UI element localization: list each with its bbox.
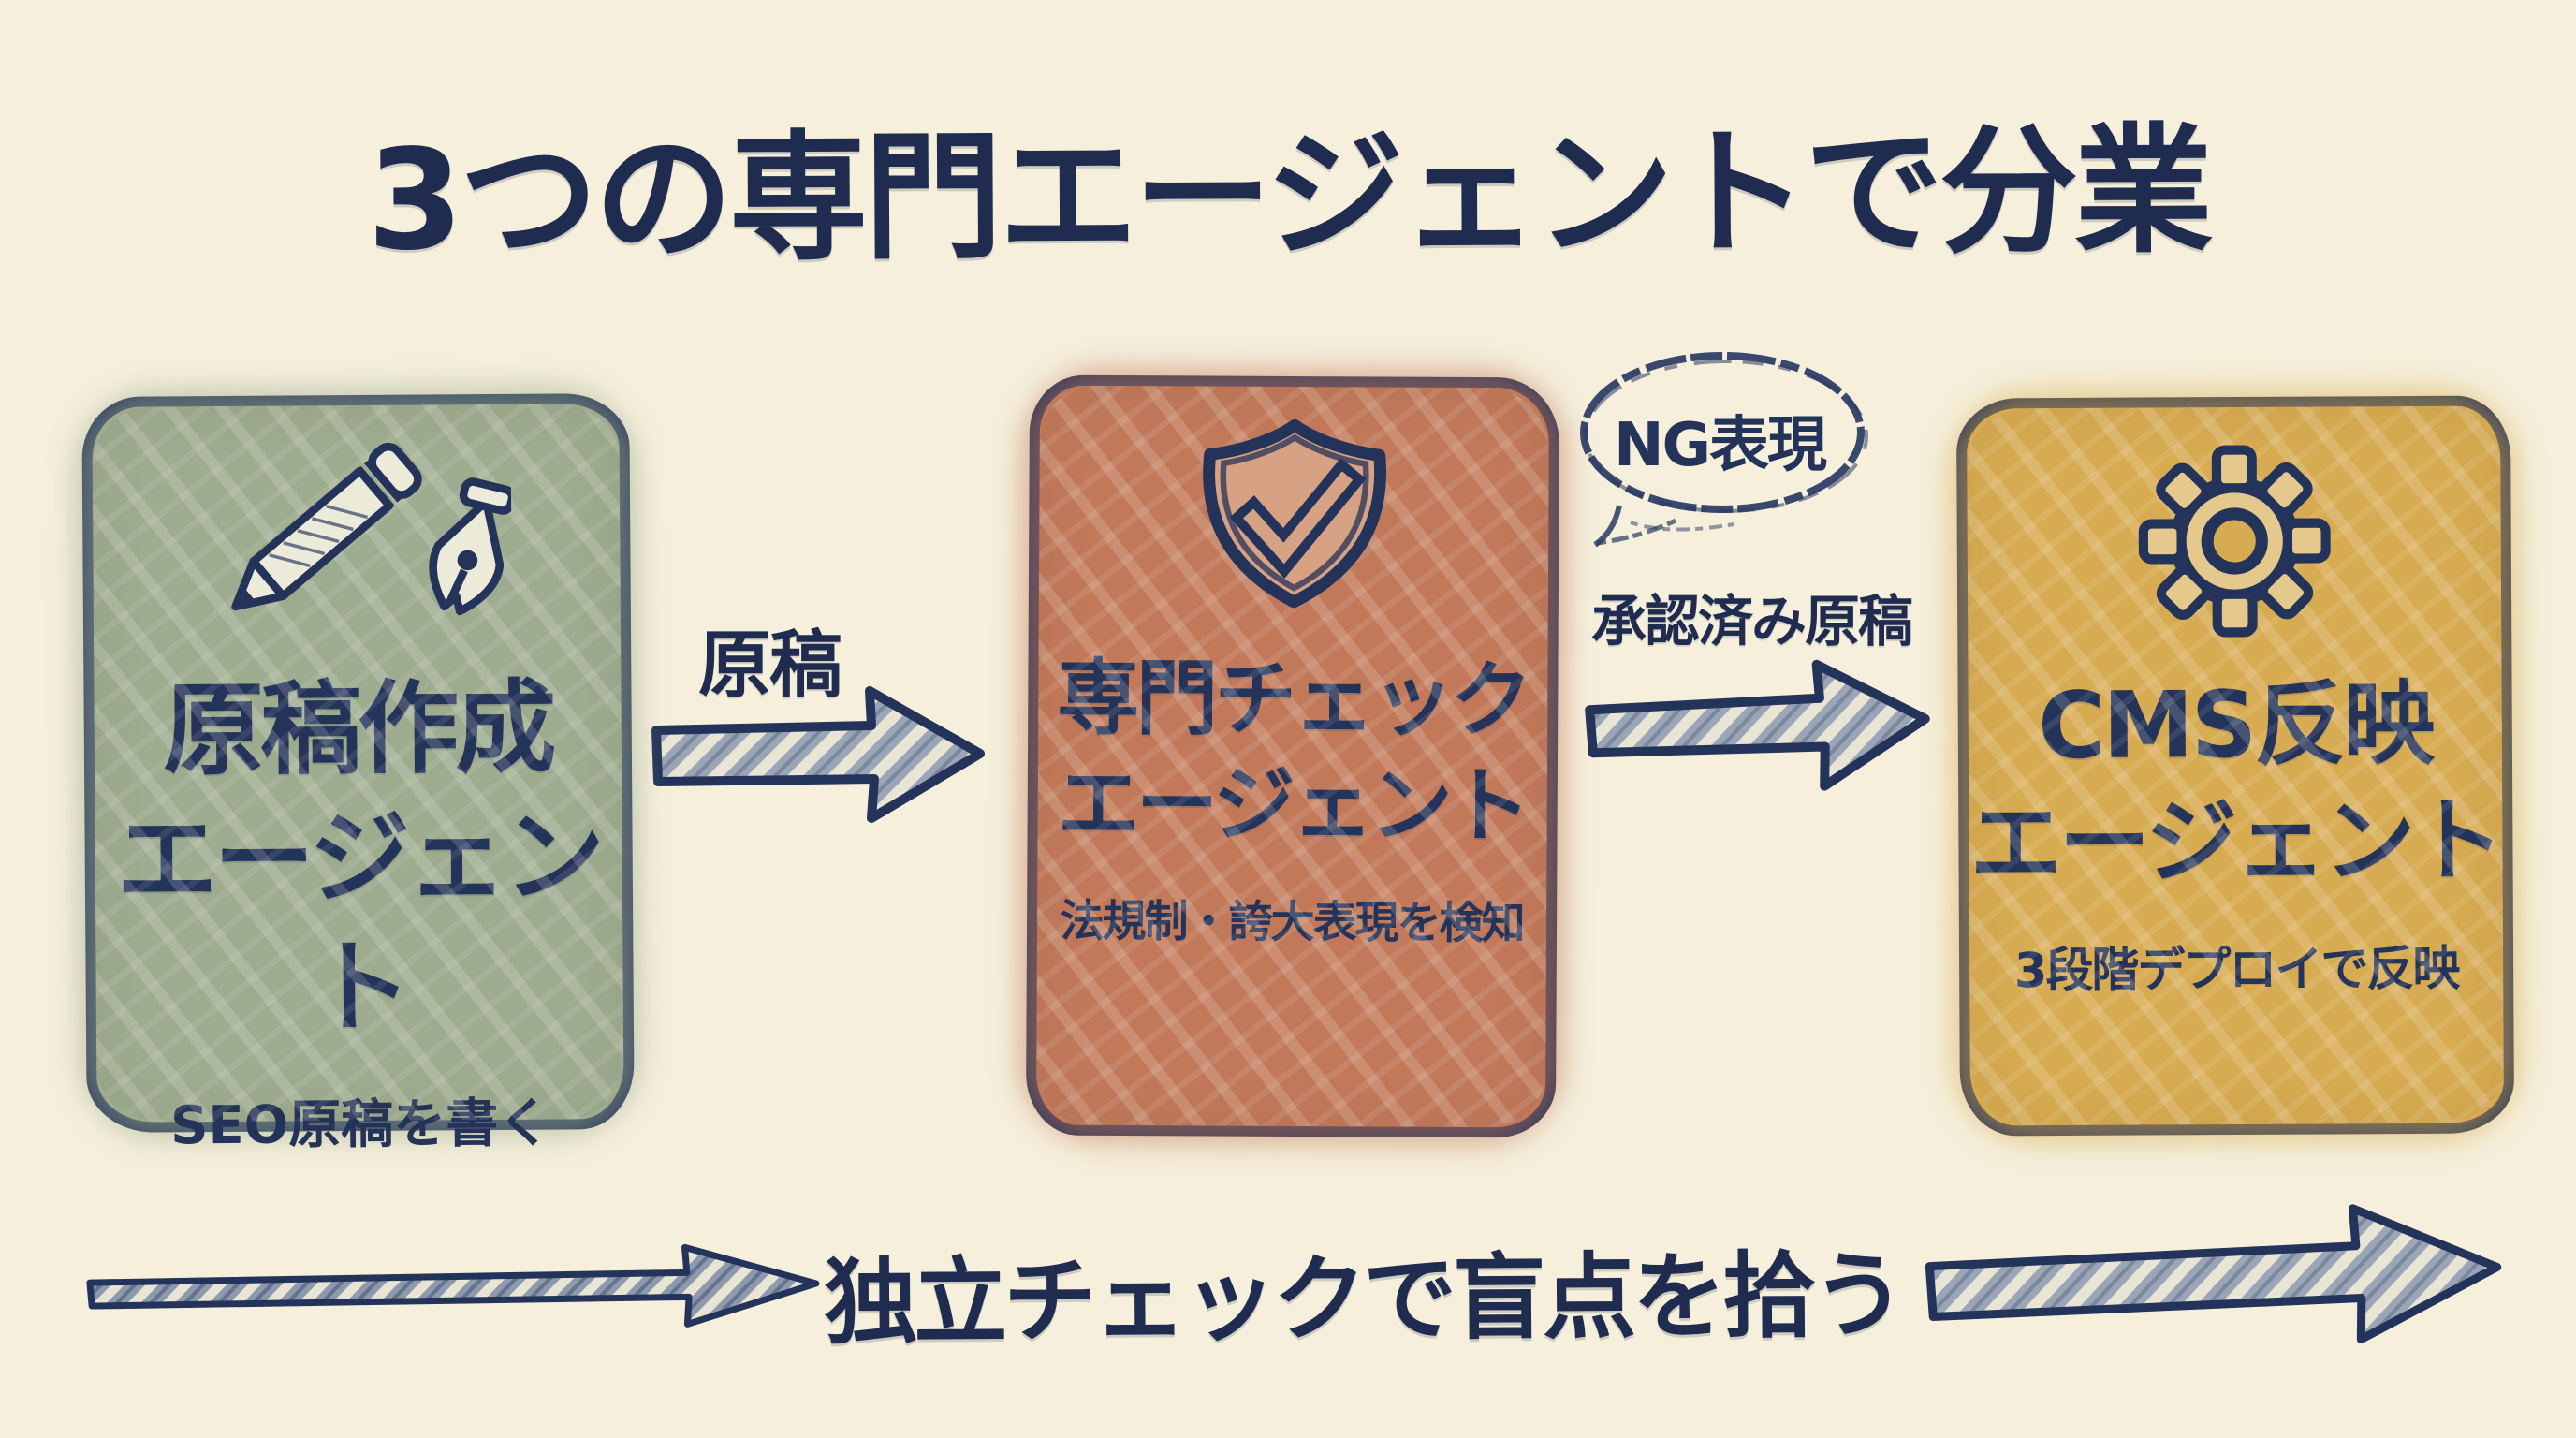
flow-arrow-approved [1582, 650, 1935, 808]
flow-arrow-draft [649, 676, 990, 837]
footer-arrow-left [85, 1234, 824, 1346]
agent-name: 原稿作成 エージェント [94, 664, 623, 1056]
ng-callout-label: NG表現 [1613, 411, 1827, 480]
shield-check-icon [1183, 418, 1404, 623]
flow-label-approved: 承認済み原稿 [1591, 589, 1913, 653]
ng-callout-bubble: NG表現 [1565, 339, 1893, 573]
agent-name-line1: CMS反映 [2037, 670, 2433, 781]
agent-name-line1: 専門チェック [1057, 649, 1530, 749]
agent-card-checker: 専門チェック エージェント 法規制・誇大表現を検知 [1025, 374, 1560, 1138]
agent-name-line2: エージェント [1969, 787, 2502, 898]
agent-name-line1: 原稿作成 [162, 669, 553, 790]
agent-card-cms: CMS反映 エージェント 3段階デプロイで反映 [1955, 395, 2515, 1137]
agent-subtitle: 法規制・誇大表現を検知 [1060, 895, 1524, 950]
flow-label-draft: 原稿 [698, 624, 842, 708]
agent-name: CMS反映 エージェント [1969, 667, 2502, 904]
page-title: 3つの専門エージェントで分業 [366, 110, 2210, 282]
agent-subtitle: 3段階デプロイで反映 [2013, 941, 2459, 1000]
agent-name: 専門チェック エージェント [1056, 646, 1530, 859]
speech-bubble-icon [1580, 352, 1868, 548]
footer-arrow-right [1922, 1192, 2507, 1366]
agent-name-line2: エージェント [1057, 755, 1529, 854]
agent-subtitle: SEO原稿を書く [169, 1093, 551, 1157]
pencil-and-pen-icon [201, 436, 512, 642]
agent-name-line2: エージェント [115, 799, 602, 1048]
gear-icon [2124, 438, 2345, 643]
agent-card-writer: 原稿作成 エージェント SEO原稿を書く [81, 392, 635, 1156]
footer-caption: 独立チェックで盲点を拾う [823, 1240, 1903, 1358]
